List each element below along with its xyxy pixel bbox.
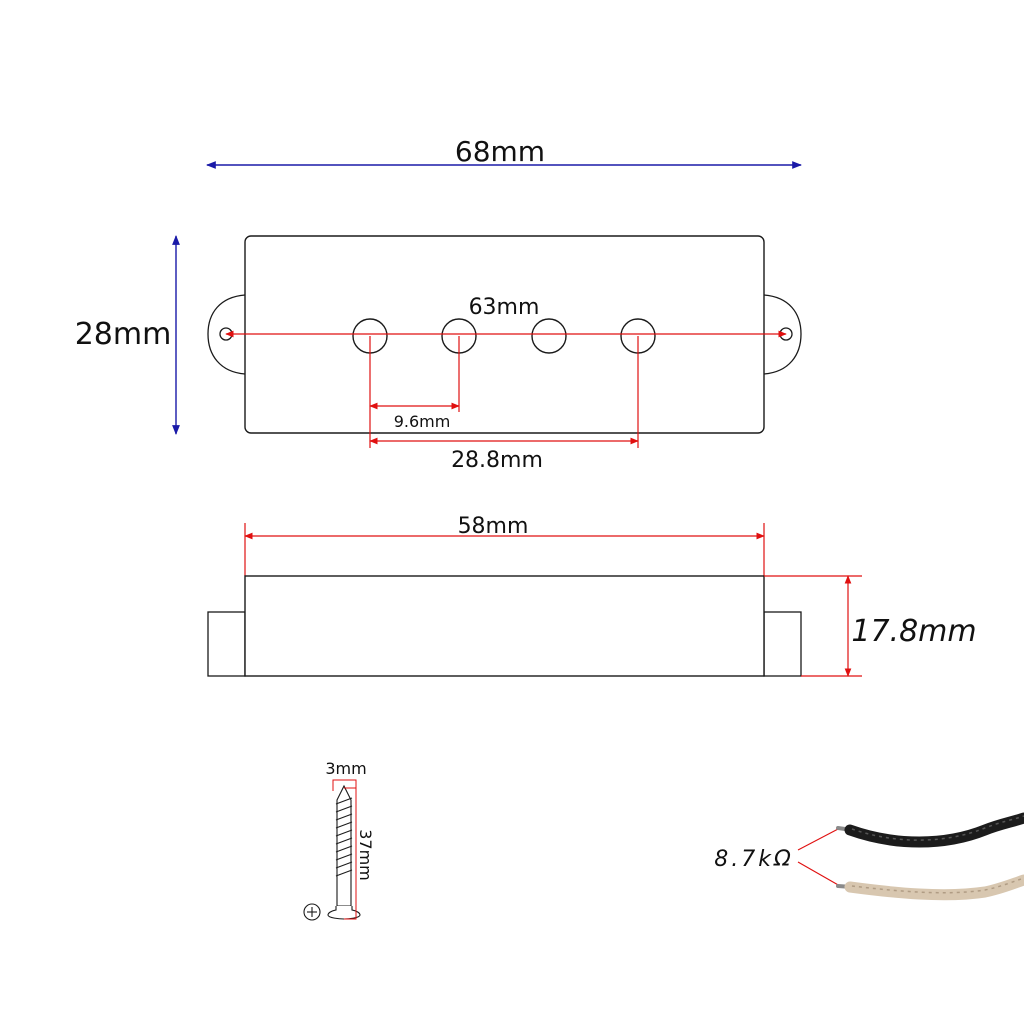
mounting-screw: 3mm 37mm (303, 759, 375, 921)
right-mounting-ear (763, 294, 802, 375)
left-base-flange (207, 611, 246, 677)
lead-pointer-line (797, 861, 841, 887)
right-base-flange (763, 611, 802, 677)
top-view: 68mm 28mm 63mm 9.6mm 28.8mm (75, 135, 802, 473)
mounting-hole-span-label: 63mm (469, 295, 540, 320)
screw-length-label: 37mm (356, 829, 375, 881)
ground-lead-wire (844, 874, 1024, 901)
resistance-label: 8.7kΩ (714, 847, 794, 872)
screw-shaft (336, 784, 352, 907)
pickup-body-side (244, 575, 765, 677)
width-label: 28mm (75, 317, 172, 352)
hot-lead-wire (844, 812, 1024, 848)
output-leads: 8.7kΩ (714, 812, 1024, 901)
screw-threads (335, 797, 353, 877)
outer-pole-span-label: 28.8mm (451, 448, 543, 473)
screw-head (327, 906, 361, 920)
side-view: 58mm 17.8mm (207, 514, 977, 677)
pole-piece (531, 318, 567, 354)
screw-diameter-bracket (332, 779, 357, 791)
left-mounting-ear (207, 294, 246, 375)
pole-pitch-label: 9.6mm (394, 412, 451, 431)
screw-length-bracket (344, 787, 357, 920)
cover-length-label: 58mm (458, 514, 529, 539)
overall-length-label: 68mm (455, 135, 545, 168)
lead-pointer-line (797, 827, 841, 851)
height-label: 17.8mm (851, 614, 976, 649)
screw-diameter-label: 3mm (325, 759, 366, 778)
